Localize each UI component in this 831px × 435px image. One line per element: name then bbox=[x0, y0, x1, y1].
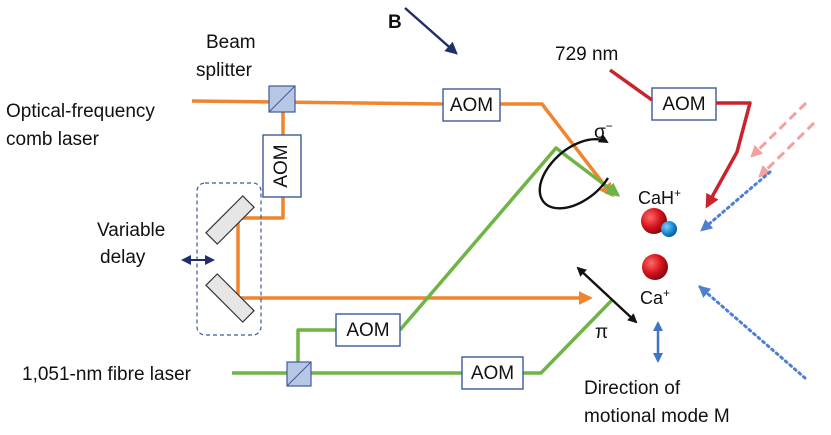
delay-mirror-top bbox=[205, 195, 255, 245]
ca-ion-label: Ca+ bbox=[640, 286, 670, 308]
delay-mirror-bottom bbox=[205, 273, 255, 323]
pi-polarization-arrow bbox=[576, 266, 638, 324]
variable-delay-label-line2: delay bbox=[100, 247, 146, 268]
sigma-label: σ− bbox=[594, 119, 613, 143]
beam-729-to-ion bbox=[705, 101, 752, 209]
dotted-beam-lower bbox=[698, 285, 807, 380]
sigma-polarization-icon bbox=[538, 133, 610, 210]
svg-text:AOM: AOM bbox=[662, 94, 705, 115]
direction-label-line2: motional mode M bbox=[584, 406, 730, 427]
svg-text:AOM: AOM bbox=[346, 320, 389, 341]
beam-splitter-label-line1: Beam bbox=[206, 32, 256, 53]
dotted-beam-upper bbox=[700, 170, 772, 232]
aom-comb-upper: AOM bbox=[442, 88, 501, 122]
aom-729: AOM bbox=[651, 87, 717, 121]
comb-beam-input bbox=[191, 99, 444, 106]
aom-fibre-upper: AOM bbox=[335, 313, 401, 347]
wavelength-729-label: 729 nm bbox=[555, 44, 618, 65]
cah-ion-label: CaH+ bbox=[638, 186, 681, 208]
beam-729-input bbox=[608, 68, 654, 102]
beam-splitter-top bbox=[268, 85, 296, 113]
b-field-label: B bbox=[388, 12, 402, 33]
comb-beam-upper-arm bbox=[500, 102, 614, 198]
faded-beam-2 bbox=[758, 121, 816, 178]
aom-comb-vertical: AOM bbox=[262, 134, 302, 198]
fibre-beam-cross-arm bbox=[398, 146, 621, 332]
cah-ion-ca-atom bbox=[641, 208, 667, 234]
b-field-arrow bbox=[404, 7, 458, 55]
faded-beam-1 bbox=[750, 101, 808, 158]
fibre-beam-upper-arm bbox=[296, 328, 336, 373]
fibre-beam-lower-arm bbox=[523, 298, 614, 375]
beam-splitter-bottom bbox=[286, 361, 312, 387]
direction-label-line1: Direction of bbox=[584, 378, 681, 399]
pi-label: π bbox=[595, 322, 608, 343]
cah-ion-h-atom bbox=[661, 221, 677, 237]
comb-laser-label-line1: Optical-frequency bbox=[6, 101, 155, 122]
variable-delay-label-line1: Variable bbox=[97, 220, 165, 241]
comb-laser-label-line2: comb laser bbox=[6, 129, 100, 150]
ca-ion bbox=[642, 254, 668, 280]
aom-fibre-lower: AOM bbox=[461, 356, 524, 390]
svg-text:AOM: AOM bbox=[450, 95, 493, 116]
beam-splitter-label-line2: splitter bbox=[196, 60, 253, 81]
svg-text:AOM: AOM bbox=[471, 363, 514, 384]
fibre-laser-label: 1,051-nm fibre laser bbox=[22, 364, 192, 385]
svg-text:AOM: AOM bbox=[271, 144, 292, 187]
